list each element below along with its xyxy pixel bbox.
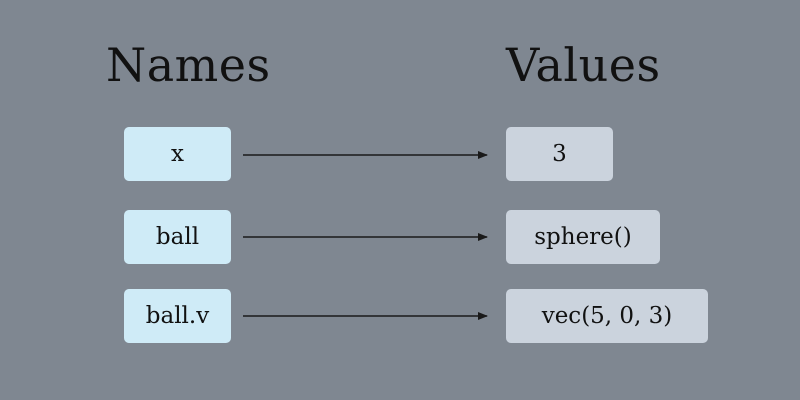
value-box-3: 3 [506, 127, 613, 181]
name-box-ball: ball [124, 210, 231, 264]
names-heading: Names [106, 38, 271, 92]
value-box-sphere: sphere() [506, 210, 660, 264]
value-box-vec: vec(5, 0, 3) [506, 289, 708, 343]
values-heading: Values [506, 38, 661, 92]
name-box-ball-v: ball.v [124, 289, 231, 343]
name-box-x: x [124, 127, 231, 181]
